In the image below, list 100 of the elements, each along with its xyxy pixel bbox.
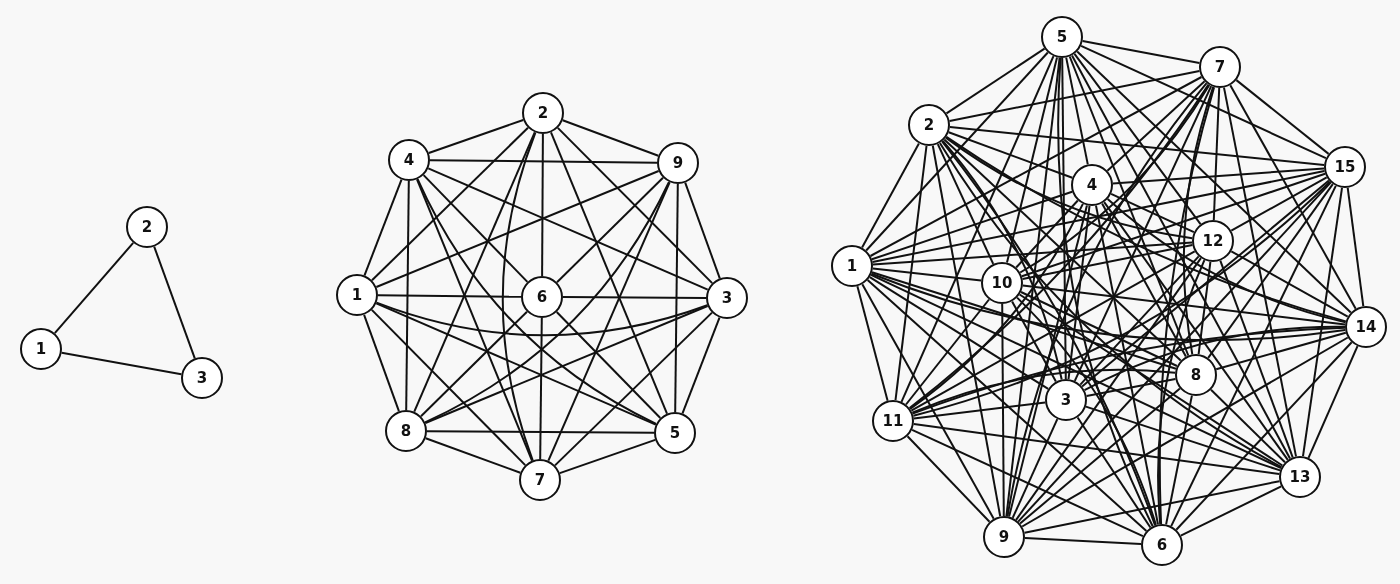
edge-line (413, 131, 536, 413)
edge-line (866, 279, 1148, 532)
edge-line (1073, 85, 1213, 382)
edge-line (501, 131, 537, 462)
edge-line (911, 428, 1144, 538)
numbered-circle: 2 (522, 92, 564, 134)
edge-line (1175, 341, 1353, 531)
edge-line (1016, 296, 1157, 526)
edge-line (1021, 244, 1194, 280)
edge-line (1006, 56, 1058, 264)
edge-line (861, 283, 995, 520)
numbered-circle: 1 (831, 245, 873, 287)
edge-line (375, 302, 657, 426)
edge-line (945, 135, 1347, 323)
edge-line (1229, 84, 1357, 310)
numbered-circle: 10 (981, 262, 1023, 304)
numbered-circle: 9 (983, 516, 1025, 558)
edge-line (909, 202, 1084, 410)
edge-line (1001, 303, 1005, 517)
edge-line (871, 271, 1177, 370)
edge-line (370, 308, 527, 467)
edge-line (1019, 387, 1181, 525)
edge-line (1230, 176, 1328, 232)
edge-line (1095, 204, 1159, 526)
edge-line (1307, 345, 1359, 459)
edge-line (1223, 86, 1297, 458)
edge-line (1006, 82, 1208, 518)
edge-line (1020, 172, 1327, 278)
edge-line (1207, 183, 1334, 359)
edge-line (555, 311, 662, 419)
edge-line (1158, 86, 1216, 525)
numbered-circle: 7 (1199, 46, 1241, 88)
edge-line (375, 170, 660, 288)
edge-line (1170, 184, 1337, 528)
edge-line (420, 310, 528, 418)
edge-line (894, 144, 928, 402)
edge-line (1346, 186, 1365, 308)
numbered-circle: 8 (385, 410, 427, 452)
edge-line (856, 285, 889, 402)
edge-line (1302, 186, 1343, 458)
edge-line (936, 143, 995, 265)
edge-line (868, 276, 1050, 390)
numbered-circle: 9 (657, 142, 699, 184)
edge-line (945, 47, 1046, 115)
edge-line (870, 272, 1347, 342)
edge-line (541, 133, 544, 277)
edge-line (947, 131, 1074, 179)
edge-line (1005, 56, 1061, 518)
edge-line (363, 313, 400, 413)
edge-line (60, 351, 183, 376)
numbered-circle: 13 (1279, 456, 1321, 498)
edge-line (948, 126, 1326, 166)
edge-line (1085, 378, 1177, 397)
edge-line (371, 126, 529, 282)
edge-line (1179, 485, 1283, 537)
edge-line (1021, 284, 1347, 326)
edge-line (1057, 56, 1154, 528)
numbered-circle: 8 (1175, 354, 1217, 396)
edge-line (550, 131, 668, 415)
edge-line (1110, 192, 1195, 234)
edge-line (53, 241, 135, 335)
edge-line (1076, 50, 1352, 314)
edge-line (1023, 480, 1281, 534)
edge-line (674, 183, 679, 413)
edge-line (1021, 336, 1349, 528)
edge-line (1017, 181, 1332, 523)
edge-line (1019, 84, 1211, 274)
edge-line (865, 51, 1049, 252)
numbered-circle: 5 (654, 412, 696, 454)
numbered-circle: 2 (908, 104, 950, 146)
edge-line (944, 136, 1194, 240)
edge-line (1106, 80, 1206, 172)
edge-line (1011, 300, 1057, 383)
edge-line (1081, 39, 1201, 65)
edge-line (426, 430, 655, 434)
edge-line (871, 170, 1326, 263)
edge-line (1018, 293, 1284, 467)
edge-line (911, 368, 1177, 414)
edge-line (1165, 394, 1193, 526)
edge-line (1157, 259, 1206, 526)
edge-line (1011, 418, 1059, 519)
numbered-circle: 6 (521, 276, 563, 318)
edge-line (1067, 204, 1091, 381)
numbered-circle: 3 (1045, 379, 1087, 421)
edge-line (1065, 56, 1089, 166)
edge-line (1071, 54, 1291, 460)
edge-line (941, 140, 1156, 527)
edge-line (1015, 257, 1202, 521)
numbered-circle: 14 (1345, 306, 1387, 348)
edge-line (427, 119, 525, 154)
edge-line (1197, 260, 1212, 356)
edge-line (1015, 199, 1079, 269)
edge-line (424, 305, 709, 424)
edge-line (1084, 405, 1282, 472)
edge-line (422, 174, 529, 283)
edge-line (1081, 179, 1330, 388)
edge-line (1083, 325, 1346, 392)
edge-line (912, 180, 1331, 417)
edge-line (556, 176, 664, 284)
edge-line (910, 250, 1196, 412)
